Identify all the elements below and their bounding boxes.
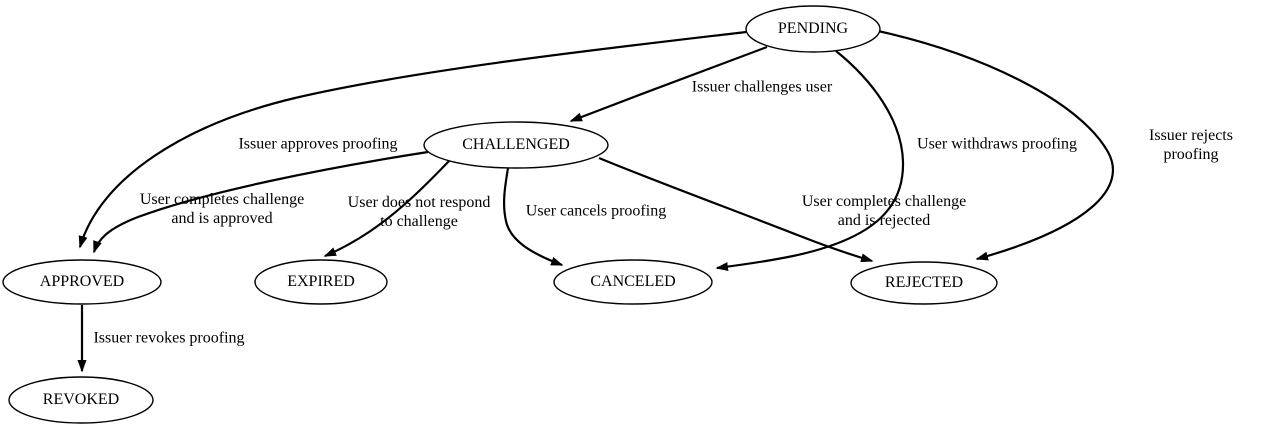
node-pending-ellipse [745, 5, 881, 53]
node-rejected-ellipse [850, 261, 998, 305]
edge-challenged-canceled [502, 167, 564, 267]
edge-pending-challenged-label: Issuer challenges user [691, 78, 833, 96]
edge-group [77, 29, 1114, 373]
edge-challenged-approved-label: User completes challenge and is approved [139, 190, 305, 227]
node-canceled-label: CANCELED [590, 272, 676, 290]
node-expired-label: EXPIRED [287, 272, 355, 290]
edge-pending-rejected-label: Issuer rejects proofing [1149, 126, 1233, 163]
edge-pending-challenged [569, 45, 768, 123]
node-revoked-ellipse [8, 376, 154, 424]
edge-pending-approved [78, 30, 747, 249]
edge-approved-revoked-label: Issuer revokes proofing [93, 329, 245, 347]
node-revoked-label: REVOKED [42, 390, 120, 408]
edge-challenged-rejected-label: User completes challenge and is rejected [801, 192, 967, 229]
node-challenged-label: CHALLENGED [462, 135, 570, 153]
node-challenged-ellipse [423, 121, 609, 169]
node-canceled-ellipse [553, 259, 713, 305]
node-rejected-label: REJECTED [884, 273, 964, 291]
node-expired-ellipse [254, 259, 388, 305]
node-pending-label: PENDING [777, 19, 849, 37]
edge-pending-rejected [877, 29, 1114, 261]
node-approved-ellipse [2, 259, 162, 305]
edge-pending-approved-label: Issuer approves proofing [238, 135, 398, 153]
edge-challenged-approved [92, 150, 429, 254]
edge-challenged-expired [323, 160, 450, 258]
edge-challenged-canceled-label: User cancels proofing [525, 202, 667, 220]
node-approved-label: APPROVED [39, 272, 125, 290]
edge-pending-canceled-label: User withdraws proofing [917, 135, 1077, 153]
node-group [2, 5, 998, 424]
edge-challenged-expired-label: User does not respond to challenge [347, 193, 491, 230]
edge-pending-canceled [715, 50, 905, 272]
edge-challenged-rejected [598, 156, 874, 263]
